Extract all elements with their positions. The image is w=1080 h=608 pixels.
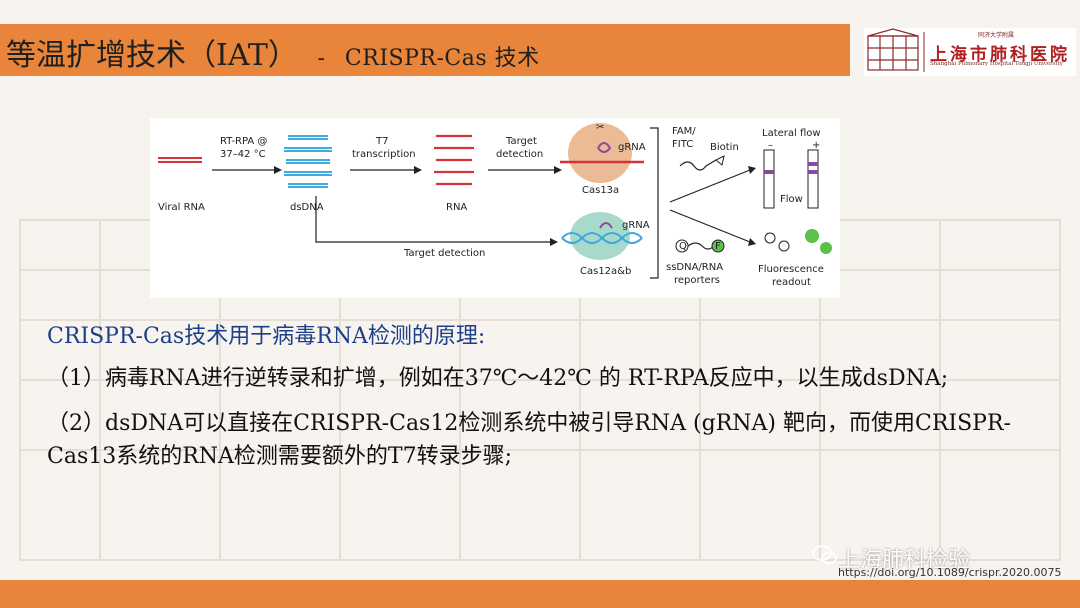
hospital-building-icon (867, 28, 919, 71)
rna-stack (434, 134, 474, 186)
page-title: 等温扩增技术（IAT） - CRISPR-Cas 技术 (6, 30, 540, 74)
lateral-flow-plus: + (812, 140, 820, 151)
bottom-arrow-path (315, 196, 550, 243)
target-label-1: Target (505, 136, 537, 147)
lateral-flow-minus: – (768, 140, 773, 151)
wechat-icon (812, 545, 837, 565)
doi-link[interactable]: https://doi.org/10.1089/crispr.2020.0075 (838, 566, 1062, 579)
hospital-name-en: Shanghai Pulmonary Hospital Tongji Unive… (930, 61, 1063, 67)
flow-label: Flow (780, 194, 803, 205)
fluorescence-glow-1 (805, 229, 819, 243)
fluor-label-1: Fluorescence (758, 264, 824, 275)
bracket (650, 127, 659, 279)
cas13a-protein (568, 123, 632, 183)
svg-text:Q: Q (679, 241, 687, 252)
fam-reporter (679, 159, 717, 171)
title-separator: - (317, 46, 326, 71)
footer-bar (0, 580, 1080, 608)
content-body: CRISPR-Cas技术用于病毒RNA检测的原理: （1）病毒RNA进行逆转录和… (47, 322, 1037, 473)
paragraph-2: （2）dsDNA可以直接在CRISPR-Cas12检测系统中被引导RNA (gR… (47, 411, 1011, 469)
fam-label-2: FITC (672, 139, 693, 150)
scissors-icon: ✂ (596, 122, 604, 133)
grna-top-label: gRNA (618, 142, 646, 153)
t7-label-2: transcription (352, 149, 416, 160)
target-label-2: detection (496, 149, 543, 160)
viral-rna-label: Viral RNA (158, 202, 205, 213)
lateral-strip-negative (763, 149, 775, 209)
lateral-flow-label: Lateral flow (762, 128, 821, 139)
crispr-workflow-diagram: Viral RNA RT-RPA @ 37–42 °C dsDNA T7 tra… (150, 118, 840, 298)
fluor-label-2: readout (772, 277, 811, 288)
dsdna-stack (284, 135, 332, 188)
rna-label: RNA (446, 202, 467, 213)
fluorescence-glow-2 (820, 242, 832, 254)
paragraph-1: （1）病毒RNA进行逆转录和扩增，例如在37℃～42℃ 的 RT-RPA反应中，… (47, 366, 949, 391)
grna-bottom-label: gRNA (622, 220, 650, 231)
title-main: 等温扩增技术（IAT） (6, 38, 298, 73)
cas12-label: Cas12a&b (580, 266, 631, 277)
rt-rpa-label-2: 37–42 °C (220, 149, 266, 160)
hospital-affiliation: 同济大学附属 (978, 32, 1015, 39)
title-bar: 等温扩增技术（IAT） - CRISPR-Cas 技术 (0, 24, 850, 76)
hospital-name-cn: 上海市肺科医院 (930, 45, 1070, 65)
ssdna-label-2: reporters (674, 275, 720, 286)
rt-rpa-label-1: RT-RPA @ (220, 136, 267, 147)
svg-text:F: F (715, 241, 721, 252)
hospital-logo (864, 28, 1076, 76)
biotin-label: Biotin (710, 142, 739, 153)
title-subtitle: CRISPR-Cas 技术 (344, 46, 540, 71)
target-detection-bottom-label: Target detection (403, 248, 485, 259)
viral-rna-strand (158, 157, 202, 163)
watermark-text: 上海肺科检验 (838, 548, 971, 573)
dsdna-label: dsDNA (290, 202, 324, 213)
fam-label-1: FAM/ (672, 126, 696, 137)
lateral-strip-positive (807, 149, 819, 209)
cas13a-label: Cas13a (582, 185, 619, 196)
fluorophore-icon (711, 239, 725, 253)
ssdna-label-1: ssDNA/RNA (666, 262, 723, 273)
t7-label-1: T7 (375, 136, 388, 147)
content-heading: CRISPR-Cas技术用于病毒RNA检测的原理: (47, 324, 486, 349)
quencher-icon (675, 239, 689, 253)
